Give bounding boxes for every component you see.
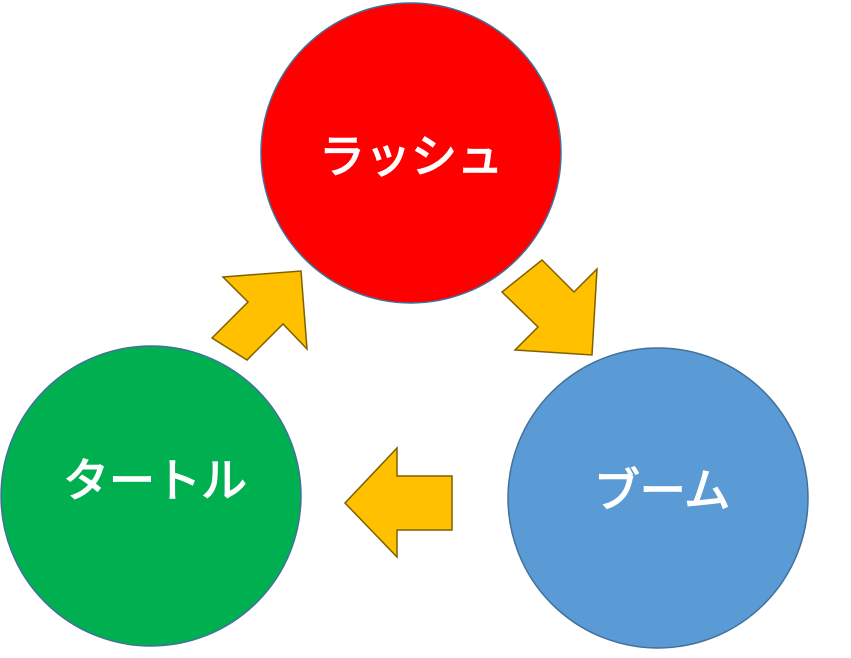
node-boom-circle <box>507 347 809 649</box>
node-turtle-circle <box>0 345 302 647</box>
node-rush: ラッシュ <box>260 2 562 304</box>
node-boom-label: ブーム <box>594 464 731 518</box>
arrow-boom-to-turtle <box>343 446 453 559</box>
node-turtle-label: タートル <box>63 454 247 508</box>
node-turtle: タートル <box>0 345 302 647</box>
node-boom: ブーム <box>507 347 809 649</box>
node-rush-circle <box>260 2 562 304</box>
arrow-rush-to-boom <box>500 258 598 356</box>
node-rush-label: ラッシュ <box>319 130 503 184</box>
arrow-turtle-to-rush <box>210 270 308 361</box>
